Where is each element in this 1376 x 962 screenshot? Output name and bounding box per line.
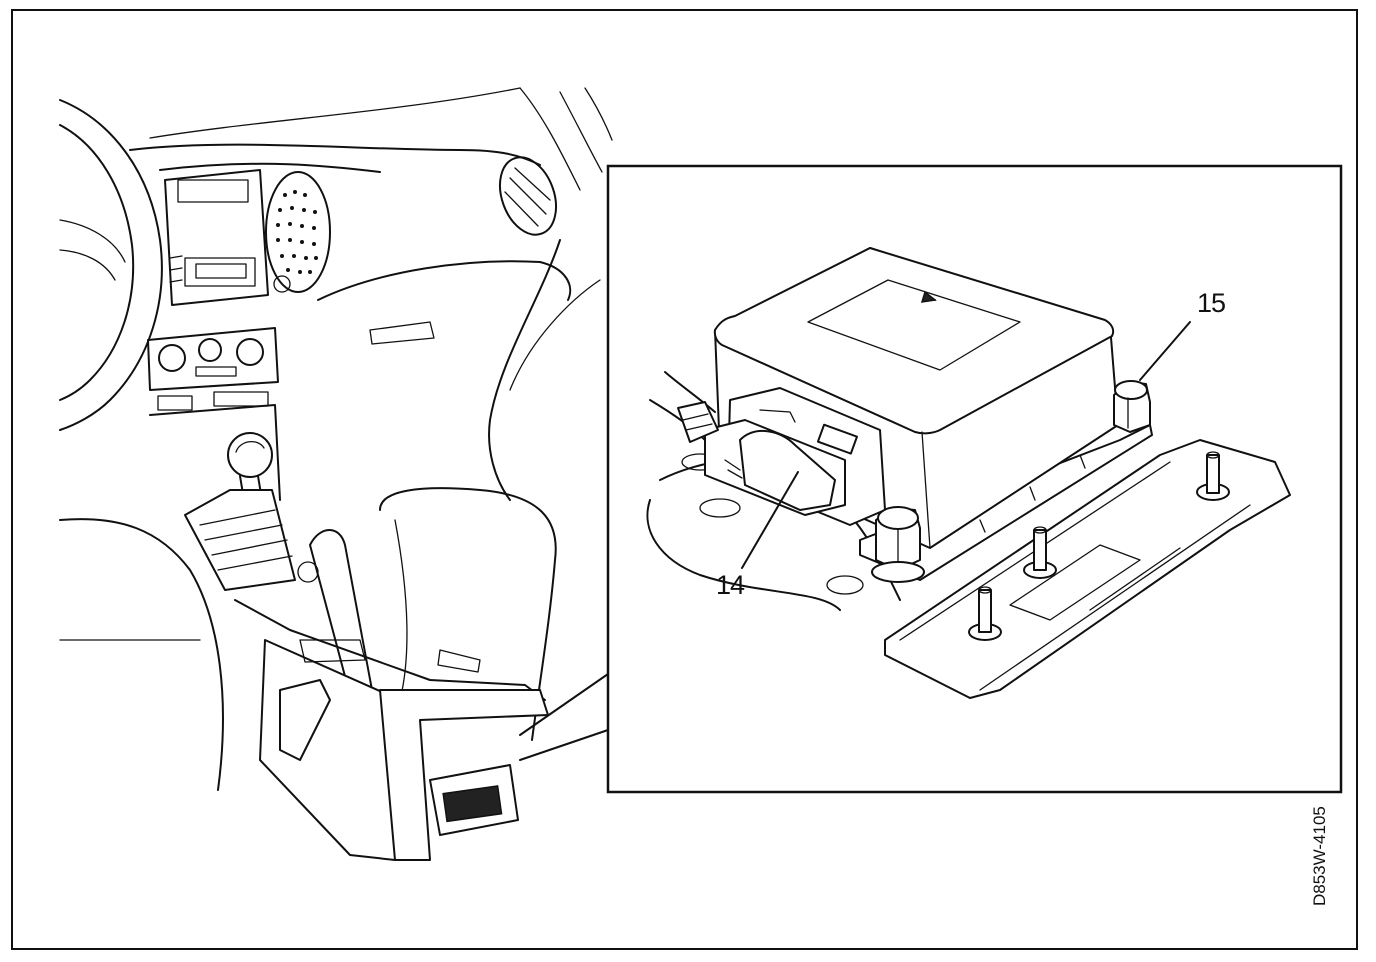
car-interior-view: [59, 87, 613, 861]
callout-14: 14: [716, 570, 745, 600]
gear-shifter: [184, 432, 296, 591]
reference-code: D853W-4105: [1310, 806, 1329, 906]
vent-grille: [276, 190, 318, 274]
bracket-studs: [968, 451, 1230, 641]
steering-wheel: [59, 99, 163, 431]
callout-14-leader: [741, 471, 799, 569]
mounting-bolts: [871, 380, 1151, 583]
center-console-box: [234, 599, 549, 861]
callout-15: 15: [1197, 288, 1226, 318]
inset-view: [646, 247, 1291, 699]
mounting-bracket: [884, 439, 1291, 699]
callout-15-leader: [1139, 321, 1191, 381]
drawing-frame: [11, 9, 1358, 950]
module-connector: [649, 371, 886, 526]
center-console: [147, 169, 331, 501]
